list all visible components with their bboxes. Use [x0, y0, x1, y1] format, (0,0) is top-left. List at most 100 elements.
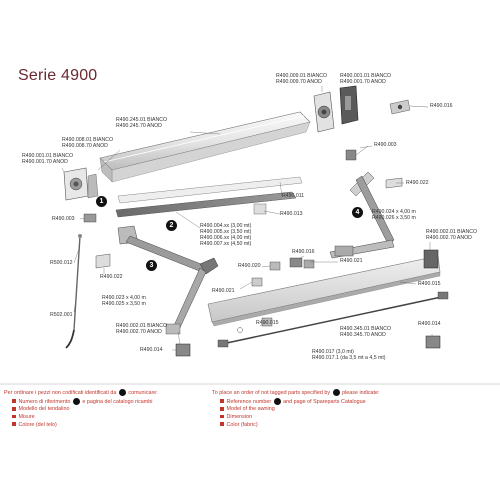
legend-italian: Per ordinare i pezzi non codificati iden… [4, 389, 204, 429]
label-r490-016-top: R490.016 [430, 103, 453, 109]
label-r490-013: R490.013 [280, 211, 303, 217]
legend-it-item: Numero di riferimento e pagina del catal… [4, 397, 204, 407]
label-r490-345-01: R490.345.01 BIANCO [340, 326, 392, 332]
label-r490-001-01: R490.001.01 BIANCO [340, 73, 392, 79]
crank-handle [65, 234, 82, 349]
callout-3: 3 [146, 260, 157, 271]
right-end-cap [313, 85, 359, 133]
part-022-left [95, 253, 111, 269]
label-r490-002-01-left: R490.002.01 BIANCO [116, 323, 168, 329]
legend-english: To place an order of not tagged parts sp… [212, 389, 432, 429]
label-r500-012: R500.012 [50, 260, 73, 266]
legend-en-item-text: Color (fabric) [226, 421, 258, 428]
part-022-right [385, 177, 403, 189]
legend-en-item: Model of the awning [212, 406, 432, 414]
bullet-icon [220, 414, 224, 419]
legend-it-heading-b: comunicare: [128, 389, 158, 396]
label-r490-025: R490.025 x 3,50 m [102, 301, 146, 307]
tension-rod [217, 291, 449, 348]
callout-dot-icon [118, 389, 126, 396]
legend-en-item-text: Dimension [226, 413, 252, 420]
left-arm [117, 225, 219, 335]
label-r490-245-01: R490.245.01 BIANCO [116, 117, 168, 123]
label-r490-016-mid: R490.016 [292, 249, 315, 255]
legend-it-item-text: Modello del tendalino [18, 406, 70, 413]
legend-en-item: Dimension [212, 414, 432, 422]
legend-it-item-text: Numero di riferimento [18, 398, 71, 405]
label-r490-026: R490.026 x 3,50 m [372, 215, 416, 221]
label-r490-006: R490.006.xx (4,00 mt) [200, 235, 252, 241]
label-r490-015-mid: R490.015 [256, 320, 279, 326]
legend-it-heading: Per ordinare i pezzi non codificati iden… [4, 389, 204, 398]
legend-en-item-text: Reference number [226, 398, 272, 405]
legend-it-item-text: Colore (del telo) [18, 421, 57, 428]
label-r490-023: R490.023 x 4,00 m [102, 295, 146, 301]
page-title: Serie 4900 [18, 67, 98, 84]
label-r490-345-70: R490.345.70 ANOD [340, 332, 386, 338]
bullet-icon [12, 407, 16, 411]
legend-en-item: Color (fabric) [212, 422, 432, 430]
legend-en-heading-b: please indicate: [342, 389, 380, 396]
callout-2: 2 [166, 220, 177, 231]
leader-lines [61, 85, 433, 351]
callout-dot-icon [273, 397, 281, 405]
label-r490-002-70-right: R490.002.70 ANOD [426, 235, 472, 241]
callout-1: 1 [96, 196, 107, 207]
bullet-icon [220, 422, 224, 426]
right-arm [329, 145, 395, 259]
label-r490-014-left: R490.014 [140, 347, 163, 353]
front-bar [207, 255, 441, 333]
label-r490-017: R490.017 (3,0 mt) [312, 349, 354, 355]
left-end-cap [63, 167, 99, 201]
label-r490-008-01: R490.008.01 BIANCO [62, 137, 114, 143]
callout-4: 4 [352, 207, 363, 218]
legend-it-item-text: Misure [18, 413, 35, 420]
label-r490-009-70: R490.009.70 ANOD [276, 79, 322, 85]
label-r490-011: R490.011 [282, 193, 305, 199]
bullet-icon [12, 399, 16, 403]
label-r490-003-right: R490.003 [374, 142, 397, 148]
legend-en-heading: To place an order of not tagged parts sp… [212, 389, 432, 398]
legend-it-item: Misure [4, 414, 204, 422]
label-r490-022-left: R490.022 [100, 274, 123, 280]
label-r490-005: R490.005.xx (3,50 mt) [200, 229, 252, 235]
legend-en-heading-a: To place an order of not tagged parts sp… [212, 389, 331, 396]
label-r490-021-right: R490.021 [340, 258, 363, 264]
legend-it-item: Modello del tendalino [4, 406, 204, 414]
label-r490-014-right: R490.014 [418, 321, 441, 327]
bracket-016-top [389, 99, 429, 115]
bullet-icon [220, 399, 224, 403]
fabric-roller [115, 176, 303, 218]
legend-en-item-text: and page of Spareparts Catalogue [283, 398, 366, 405]
small-parts [83, 203, 441, 357]
label-r490-024: R490.024 x 4,00 m [372, 209, 416, 215]
label-r490-001-70: R490.001.70 ANOD [340, 79, 386, 85]
callout-dot-icon [72, 397, 80, 405]
label-r490-007: R490.007.xx (4,50 mt) [200, 241, 252, 247]
label-r490-001-70-left: R490.001.70 ANOD [22, 159, 68, 165]
cassette-box [99, 111, 311, 183]
label-r490-021-left: R490.021 [212, 288, 235, 294]
label-r490-004: R490.004.xx (3,00 mt) [200, 223, 252, 229]
bullet-icon [12, 422, 16, 426]
legend-it-item: Colore (del telo) [4, 422, 204, 430]
label-r490-003-left: R490.003 [52, 216, 75, 222]
label-r490-002-70-left: R490.002.70 ANOD [116, 329, 162, 335]
label-r490-245-70: R490.245.70 ANOD [116, 123, 162, 129]
legend-en-item-text: Model of the awning [226, 406, 275, 413]
callout-dot-icon [332, 389, 340, 396]
legend-en-item: Reference number and page of Spareparts … [212, 397, 432, 407]
label-r502-001: R502.001 [50, 312, 73, 318]
label-r490-008-70: R490.008.70 ANOD [62, 143, 108, 149]
label-r490-009-01: R490.009.01 BIANCO [276, 73, 328, 79]
label-r490-002-01-right: R490.002.01 BIANCO [426, 229, 478, 235]
label-r490-017-1: R490.017.1 (da 3,5 mt a 4,5 mt) [312, 355, 386, 361]
label-r490-001-01-left: R490.001.01 BIANCO [22, 153, 74, 159]
label-r490-022-right: R490.022 [406, 180, 429, 186]
label-r490-015-right: R490.015 [418, 281, 441, 287]
bullet-icon [12, 414, 16, 419]
legend-it-item-text: e pagina del catalogo ricambi [82, 398, 153, 405]
bullet-icon [220, 407, 224, 411]
